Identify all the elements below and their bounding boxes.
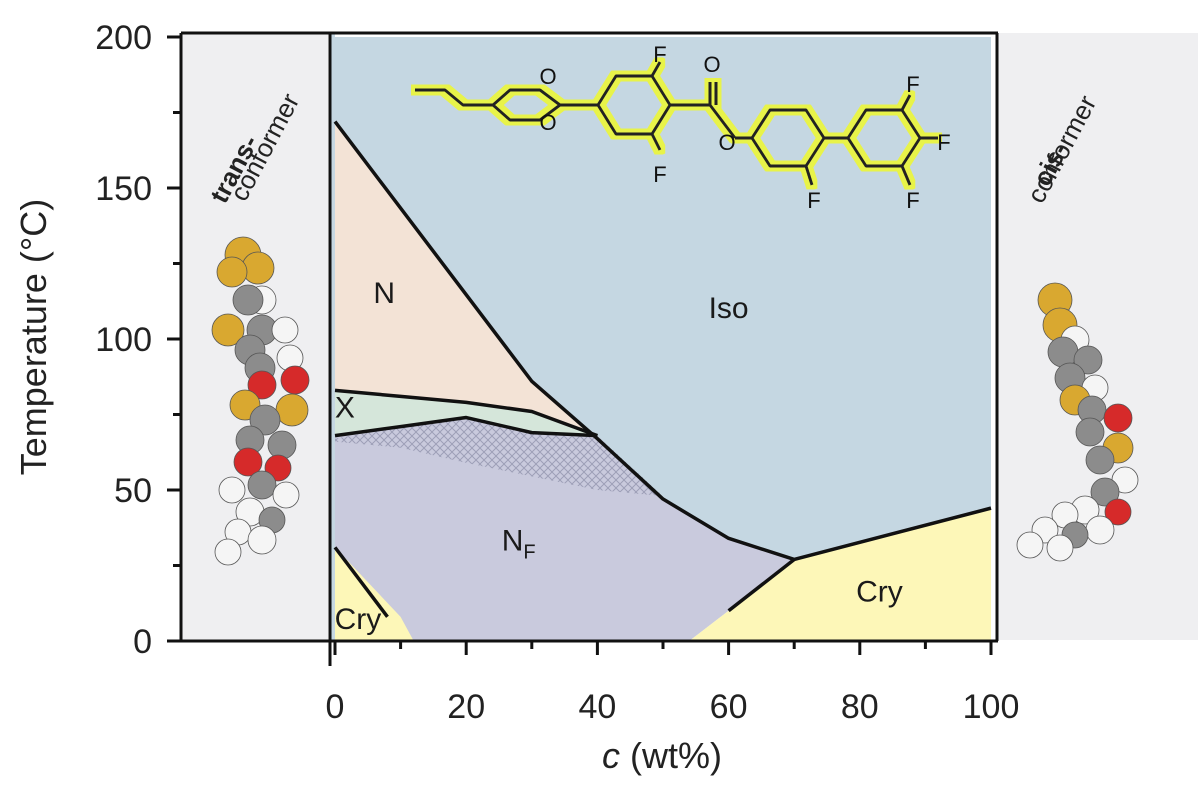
y-tick-label: 100 xyxy=(95,321,152,359)
label-nf: NF xyxy=(502,524,536,563)
atom-o-label: O xyxy=(539,110,556,135)
atom-sphere xyxy=(218,476,246,504)
y-tick-label: 200 xyxy=(95,19,152,57)
atom-f-label: F xyxy=(937,130,950,155)
atom-o-label: O xyxy=(718,130,735,155)
atom-sphere xyxy=(233,447,263,477)
atom-sphere xyxy=(1085,445,1115,475)
atom-sphere xyxy=(1090,477,1120,507)
atom-f-label: F xyxy=(653,42,666,67)
boundary-nf-cry-left xyxy=(333,546,389,618)
atom-sphere xyxy=(232,284,264,316)
region-cry-right xyxy=(689,508,991,641)
region-n xyxy=(335,121,598,439)
atom-sphere xyxy=(272,481,300,509)
atom-sphere xyxy=(247,370,277,400)
atom-sphere xyxy=(1016,531,1044,559)
atom-sphere xyxy=(1073,345,1103,375)
y-axis-title: Temperature (°C) xyxy=(13,199,54,475)
atom-f-label: F xyxy=(906,72,919,97)
label-x: X xyxy=(335,392,355,425)
atom-f-label: F xyxy=(653,162,666,187)
atom-sphere xyxy=(275,393,309,427)
atom-o-label: O xyxy=(539,64,556,89)
atom-sphere xyxy=(214,538,242,566)
atom-sphere xyxy=(247,470,277,500)
atom-sphere xyxy=(267,430,297,460)
atom-sphere xyxy=(1075,417,1105,447)
y-tick-label: 50 xyxy=(114,472,152,510)
atom-sphere xyxy=(1104,498,1132,526)
x-tick-label: 60 xyxy=(710,688,748,726)
atom-sphere xyxy=(1103,403,1133,433)
chemical-structure xyxy=(415,61,938,186)
region-x xyxy=(335,390,598,436)
atom-sphere xyxy=(249,404,281,436)
x-tick-label: 80 xyxy=(841,688,879,726)
axis-tick-labels: 0 20 40 60 80 100 0 50 100 150 200 xyxy=(95,19,1019,726)
x-axis-title: c (wt%) xyxy=(602,735,722,776)
region-iso xyxy=(335,37,991,560)
y-tick-label: 150 xyxy=(95,170,152,208)
region-strip xyxy=(330,33,335,641)
region-nf xyxy=(335,417,795,641)
label-cry-left: Cry xyxy=(335,603,382,636)
label-cry-right: Cry xyxy=(856,576,903,609)
x-tick-label: 0 xyxy=(326,688,345,726)
hatched-region xyxy=(335,417,663,497)
hatch-polygon xyxy=(335,417,663,497)
atom-sphere xyxy=(280,365,310,395)
trans-conformer-model xyxy=(211,236,310,566)
atom-sphere xyxy=(271,316,299,344)
atom-sphere xyxy=(1046,534,1074,562)
atom-sphere xyxy=(247,525,277,555)
axis-ticks xyxy=(167,35,993,655)
atom-sphere xyxy=(1085,515,1115,545)
x-tick-label: 20 xyxy=(447,688,485,726)
atom-o-label: O xyxy=(703,52,720,77)
x-tick-label: 40 xyxy=(578,688,616,726)
atom-sphere xyxy=(211,313,245,347)
boundary-x-nf xyxy=(334,415,598,438)
atom-f-label: F xyxy=(807,188,820,213)
label-n: N xyxy=(373,277,395,310)
atom-sphere xyxy=(216,256,248,288)
atom-sphere xyxy=(1047,336,1079,368)
label-iso: Iso xyxy=(709,292,749,325)
cis-conformer-model xyxy=(1016,282,1139,562)
phase-regions xyxy=(330,33,991,641)
boundary-nf-cry-right xyxy=(727,558,796,613)
atom-f-label: F xyxy=(906,188,919,213)
phase-boundaries xyxy=(333,120,992,618)
x-tick-label: 100 xyxy=(963,688,1020,726)
y-tick-label: 0 xyxy=(133,623,152,661)
boundary-n-x xyxy=(334,388,599,438)
